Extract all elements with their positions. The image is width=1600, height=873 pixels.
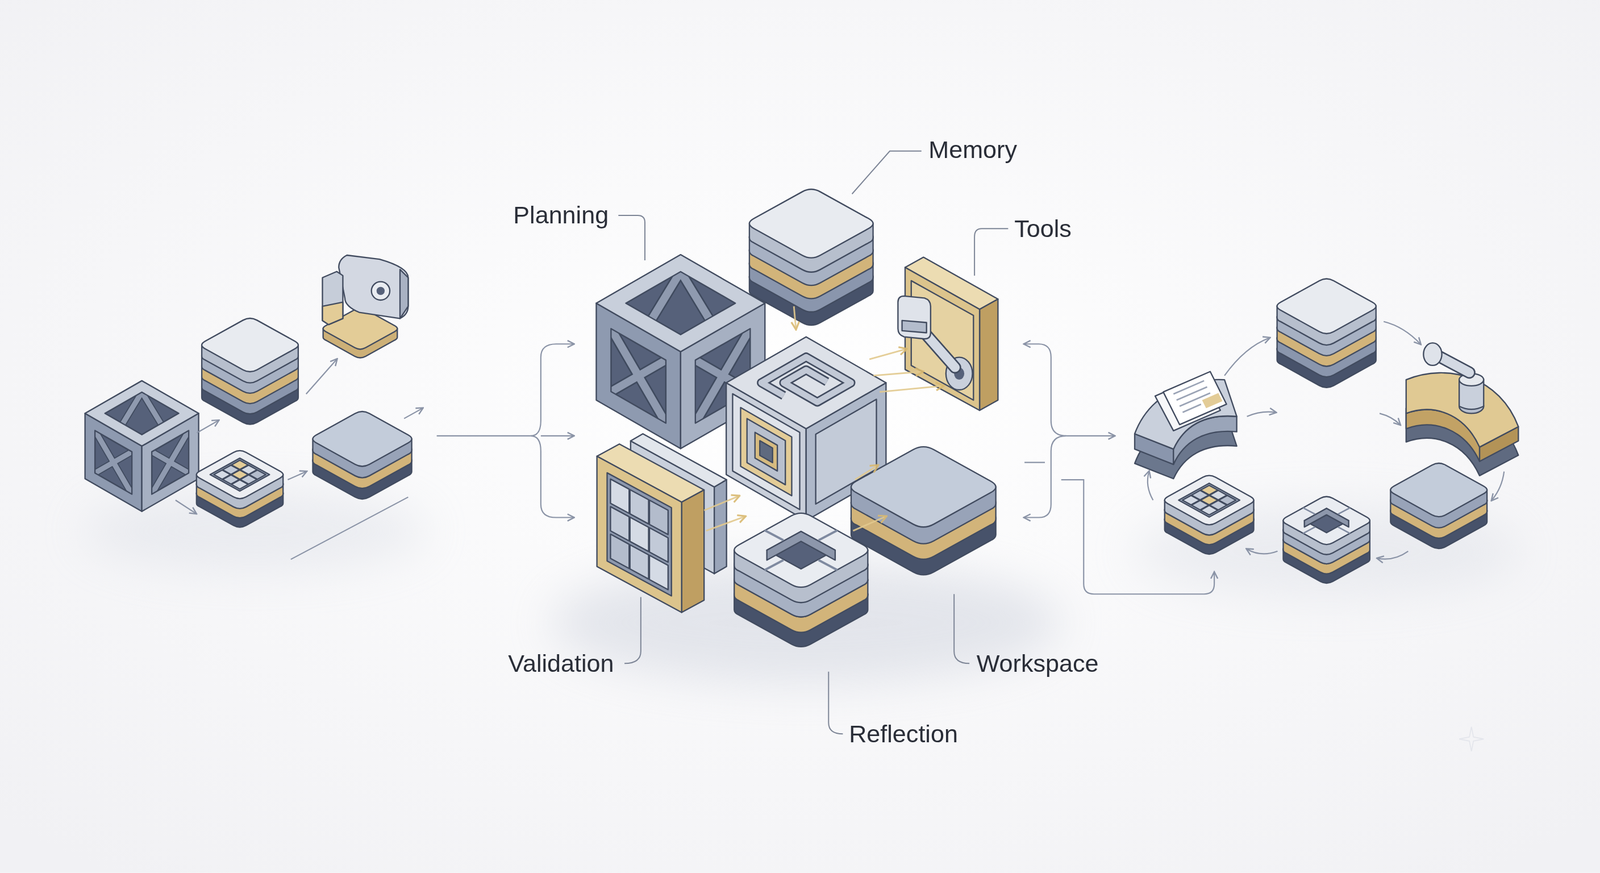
- signal-beam: [879, 385, 943, 393]
- leader-line: [618, 215, 645, 261]
- part-label: Tools: [1014, 214, 1072, 243]
- signal-beam: [873, 371, 923, 376]
- flow-arrow: [197, 420, 219, 433]
- center-components: [596, 189, 998, 647]
- signal-beam: [703, 496, 739, 511]
- signal-beam: [852, 516, 886, 531]
- sparkle: [1459, 726, 1484, 752]
- flow-arrow: [1066, 435, 1115, 437]
- tools-arc: [1406, 372, 1519, 448]
- planning-document: [1163, 371, 1227, 425]
- tools-panel: [897, 257, 998, 411]
- cycle-arrow: [1247, 411, 1276, 417]
- signal-beam: [869, 348, 907, 360]
- memory-stack: [1277, 278, 1377, 388]
- validation-panel: [597, 433, 727, 612]
- cycle-arrow: [1377, 551, 1408, 560]
- workspace-slab: [312, 411, 412, 499]
- flow-arrow: [530, 435, 574, 518]
- flow-arrow: [306, 359, 337, 394]
- cycle-arrow: [1247, 548, 1278, 554]
- flow-arrow: [175, 500, 197, 514]
- flow-arrow: [436, 435, 531, 437]
- cycle-arrow: [1383, 321, 1421, 345]
- validation-panel: [597, 456, 682, 613]
- validation-tile: [196, 450, 283, 528]
- flow-arrow: [540, 435, 574, 437]
- signal-beam: [793, 306, 797, 329]
- tool-block: [338, 255, 408, 319]
- signal-beam: [703, 306, 943, 531]
- part-label: Validation: [507, 648, 614, 678]
- signal-beam: [706, 516, 745, 531]
- tools-arc: [1406, 342, 1519, 475]
- tool-block: [376, 286, 385, 295]
- tools-arc: [1423, 342, 1442, 366]
- part-label: Memory: [928, 135, 1018, 165]
- tool-block: [322, 255, 409, 358]
- flow-arrow: [287, 471, 306, 480]
- tools-panel: [897, 296, 931, 339]
- reflection-ring: [1282, 496, 1370, 583]
- planning-document: [1134, 371, 1237, 479]
- leader-line: [828, 671, 843, 735]
- validation-tile: [1164, 475, 1254, 555]
- leader-line: [852, 151, 922, 194]
- flow-arrow: [403, 407, 423, 419]
- cycle-arrow: [1492, 471, 1505, 500]
- part-label: Workspace: [976, 648, 1099, 678]
- validation-panel: [630, 544, 649, 579]
- part-label: Planning: [513, 201, 609, 230]
- leader-line: [974, 228, 1008, 276]
- cycle-arrow: [1224, 337, 1270, 375]
- tools-panel: [979, 298, 998, 411]
- left-components: [85, 255, 412, 528]
- memory-stack: [201, 318, 299, 425]
- tool-block: [322, 271, 344, 325]
- flow-arrow: [290, 497, 409, 560]
- flow-arrow: [175, 343, 574, 560]
- validation-panel: [606, 472, 672, 597]
- tool-block: [400, 269, 408, 319]
- leader-line: [618, 151, 1008, 734]
- part-label: Reflection: [848, 719, 958, 748]
- planning-cube: [85, 380, 199, 512]
- leader-line: [624, 597, 641, 664]
- planning-document: [1173, 380, 1211, 413]
- cycle-arrow: [1147, 321, 1504, 560]
- tool-block: [322, 302, 344, 325]
- validation-panel: [610, 534, 629, 569]
- signal-beam: [855, 465, 878, 480]
- reflection-ring: [734, 513, 868, 647]
- memory-stack: [749, 189, 874, 325]
- flow-arrow: [530, 343, 574, 436]
- workspace-slab: [851, 446, 997, 575]
- right-components: [1134, 278, 1519, 583]
- tool-block: [371, 281, 390, 300]
- validation-panel: [681, 489, 705, 613]
- flow-arrow: [1024, 343, 1067, 436]
- planning-document: [1202, 392, 1223, 408]
- tools-panel: [902, 320, 927, 333]
- validation-panel: [649, 555, 669, 590]
- validation-panel: [606, 472, 672, 597]
- cycle-arrow: [1379, 413, 1400, 425]
- leader-line: [953, 593, 970, 664]
- cycle-arrow: [1147, 471, 1154, 500]
- flow-arrow: [1024, 461, 1045, 463]
- flow-arrow: [1024, 435, 1067, 518]
- workspace-slab: [1390, 463, 1487, 549]
